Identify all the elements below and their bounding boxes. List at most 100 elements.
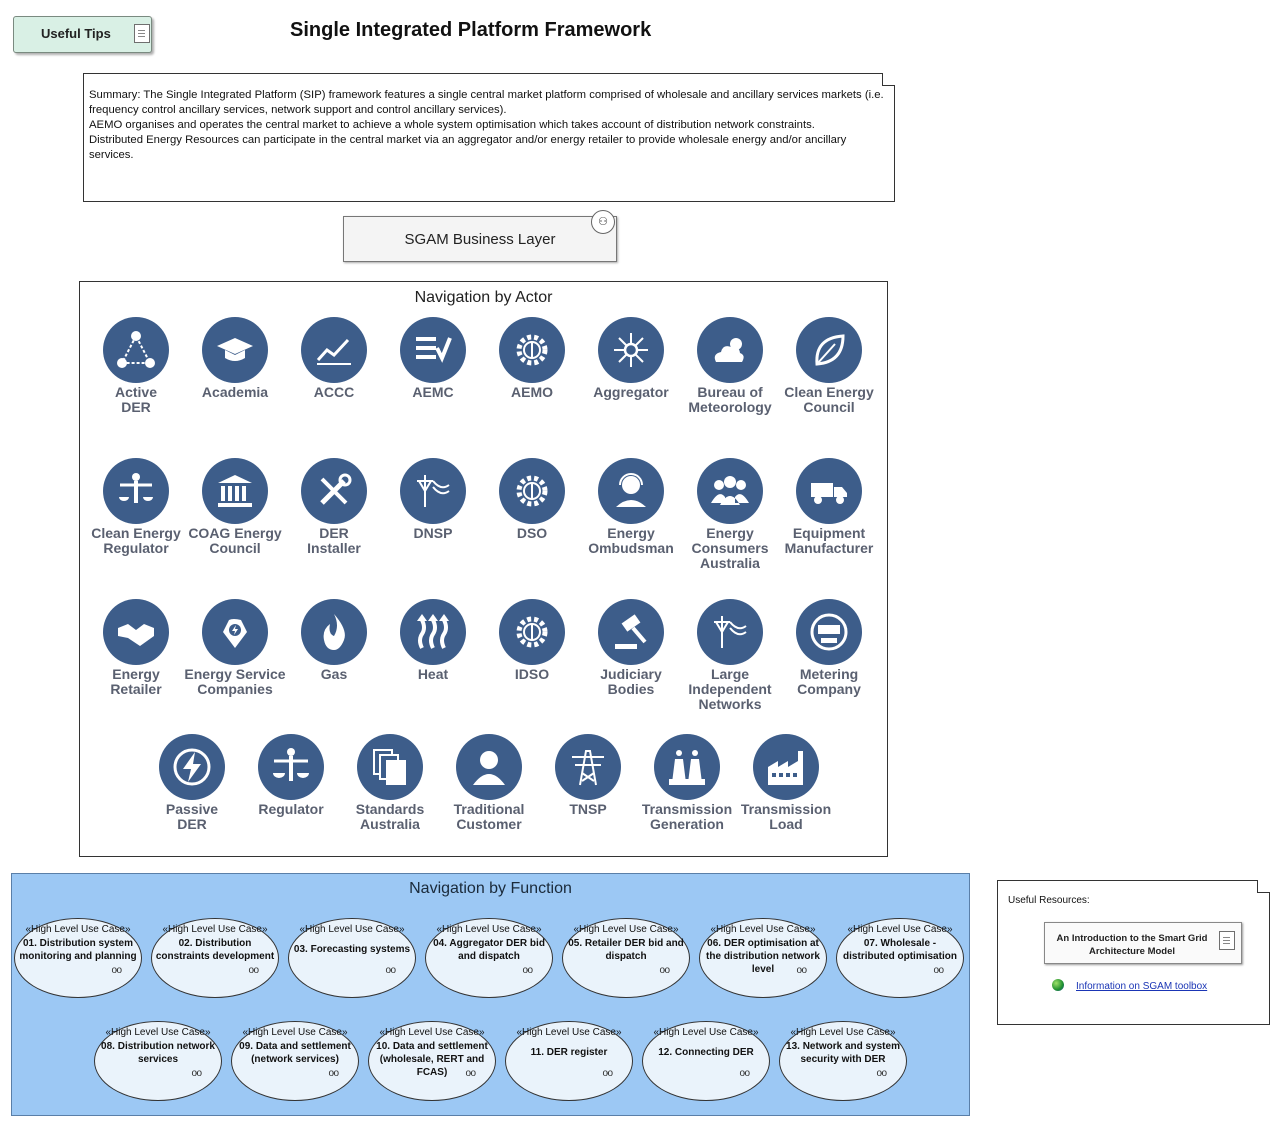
sgam-toolbox-link[interactable]: Information on SGAM toolbox (1076, 981, 1208, 992)
summary-note: Summary: The Single Integrated Platform … (83, 73, 895, 202)
actor-regulator[interactable]: Regulator (236, 734, 346, 817)
use-case-name: 01. Distribution system monitoring and p… (19, 938, 137, 962)
bolt-icon (159, 734, 225, 800)
actor-aemo[interactable]: AEMO (477, 317, 587, 400)
actor-label: IDSO (514, 666, 550, 682)
link-icon: o-o (328, 1068, 340, 1079)
sgam-introduction-document[interactable]: An Introduction to the Smart Grid Archit… (1044, 922, 1242, 964)
use-case-05[interactable]: «High Level Use Case» 05. Retailer DER bi… (562, 918, 690, 998)
actor-gas[interactable]: Gas (279, 599, 389, 682)
sgam-business-layer-button[interactable]: SGAM Business Layer ⚇ (343, 210, 617, 262)
use-case-name: 06. DER optimisation at the distribution… (706, 938, 820, 975)
actor-tnsp[interactable]: TNSP (533, 734, 643, 817)
headset-person-icon (598, 458, 664, 524)
diagram-link-icon: ⚇ (591, 210, 615, 234)
transmission-tower-icon (555, 734, 621, 800)
use-case-stereotype: «High Level Use Case» (516, 1027, 622, 1038)
use-case-ellipse (231, 1021, 359, 1101)
use-case-stereotype: «High Level Use Case» (299, 924, 405, 935)
use-case-07[interactable]: «High Level Use Case»07. Wholesale - dis… (836, 918, 964, 998)
actor-dnsp[interactable]: DNSP (378, 458, 488, 541)
use-case-stereotype: «High Level Use Case» (653, 1027, 759, 1038)
gear-tower-icon (499, 317, 565, 383)
distribution-pole-icon (697, 599, 763, 665)
use-case-stereotype: «High Level Use Case» (790, 1027, 896, 1038)
gavel-icon (598, 599, 664, 665)
use-case-name: 10. Data and settlement (wholesale, RERT… (376, 1041, 488, 1078)
actor-heat[interactable]: Heat (378, 599, 488, 682)
flame-icon (301, 599, 367, 665)
useful-resources-note: Useful Resources: An Introduction to the… (997, 880, 1270, 1025)
person-icon (456, 734, 522, 800)
use-case-name: 05. Retailer DER bid and dispatch (568, 938, 684, 962)
page-title: Single Integrated Platform Framework (290, 19, 652, 41)
link-icon: o-o (191, 1068, 203, 1079)
graduation-cap-icon (202, 317, 268, 383)
actor-aemc[interactable]: AEMC (378, 317, 488, 400)
actor-accc[interactable]: ACCC (279, 317, 389, 400)
link-icon: o-o (796, 965, 808, 976)
use-case-name: 02. Distribution constraints development (155, 938, 275, 962)
use-case-ellipse (505, 1021, 633, 1101)
weather-icon (697, 317, 763, 383)
leaf-icon (796, 317, 862, 383)
use-case-09[interactable]: «High Level Use Case»09. Data and settle… (231, 1021, 359, 1101)
actor-label: Regulator (258, 801, 324, 817)
use-case-04[interactable]: «High Level Use Case»04. Aggregator DER … (425, 918, 553, 998)
actor-academia[interactable]: Academia (180, 317, 290, 400)
use-case-08[interactable]: «High Level Use Case»08. Distribution ne… (94, 1021, 222, 1101)
use-case-name: 11. DER register (530, 1047, 608, 1058)
globe-icon (1052, 979, 1064, 991)
government-building-icon (202, 458, 268, 524)
use-case-ellipse (288, 918, 416, 998)
actor-aggregator[interactable]: Aggregator (576, 317, 686, 400)
use-case-name: 12. Connecting DER (658, 1047, 754, 1058)
use-case-10[interactable]: «High Level Use Case»10. Data and settle… (368, 1021, 496, 1101)
useful-tips-note[interactable]: Useful Tips (13, 16, 152, 53)
use-case-01[interactable]: «High Level Use Case»01. Distribution sy… (14, 918, 142, 998)
use-case-02[interactable]: «High Level Use Case»02. Distribution co… (151, 918, 279, 998)
group-icon (697, 458, 763, 524)
gear-tower-icon (499, 599, 565, 665)
use-case-13[interactable]: «High Level Use Case»13. Network and sys… (779, 1021, 907, 1101)
actor-dso[interactable]: DSO (477, 458, 587, 541)
actor-label: Gas (320, 666, 348, 682)
actor-label: Academia (201, 384, 269, 400)
actor-idso[interactable]: IDSO (477, 599, 587, 682)
use-case-06[interactable]: «High Level Use Case»06. DER optimisatio… (699, 918, 827, 998)
summary-line: Distributed Energy Resources can partici… (89, 134, 847, 161)
link-icon: o-o (385, 965, 397, 976)
use-case-03[interactable]: «High Level Use Case»03. Forecasting sys… (288, 918, 416, 998)
use-case-stereotype: «High Level Use Case» (573, 924, 679, 935)
